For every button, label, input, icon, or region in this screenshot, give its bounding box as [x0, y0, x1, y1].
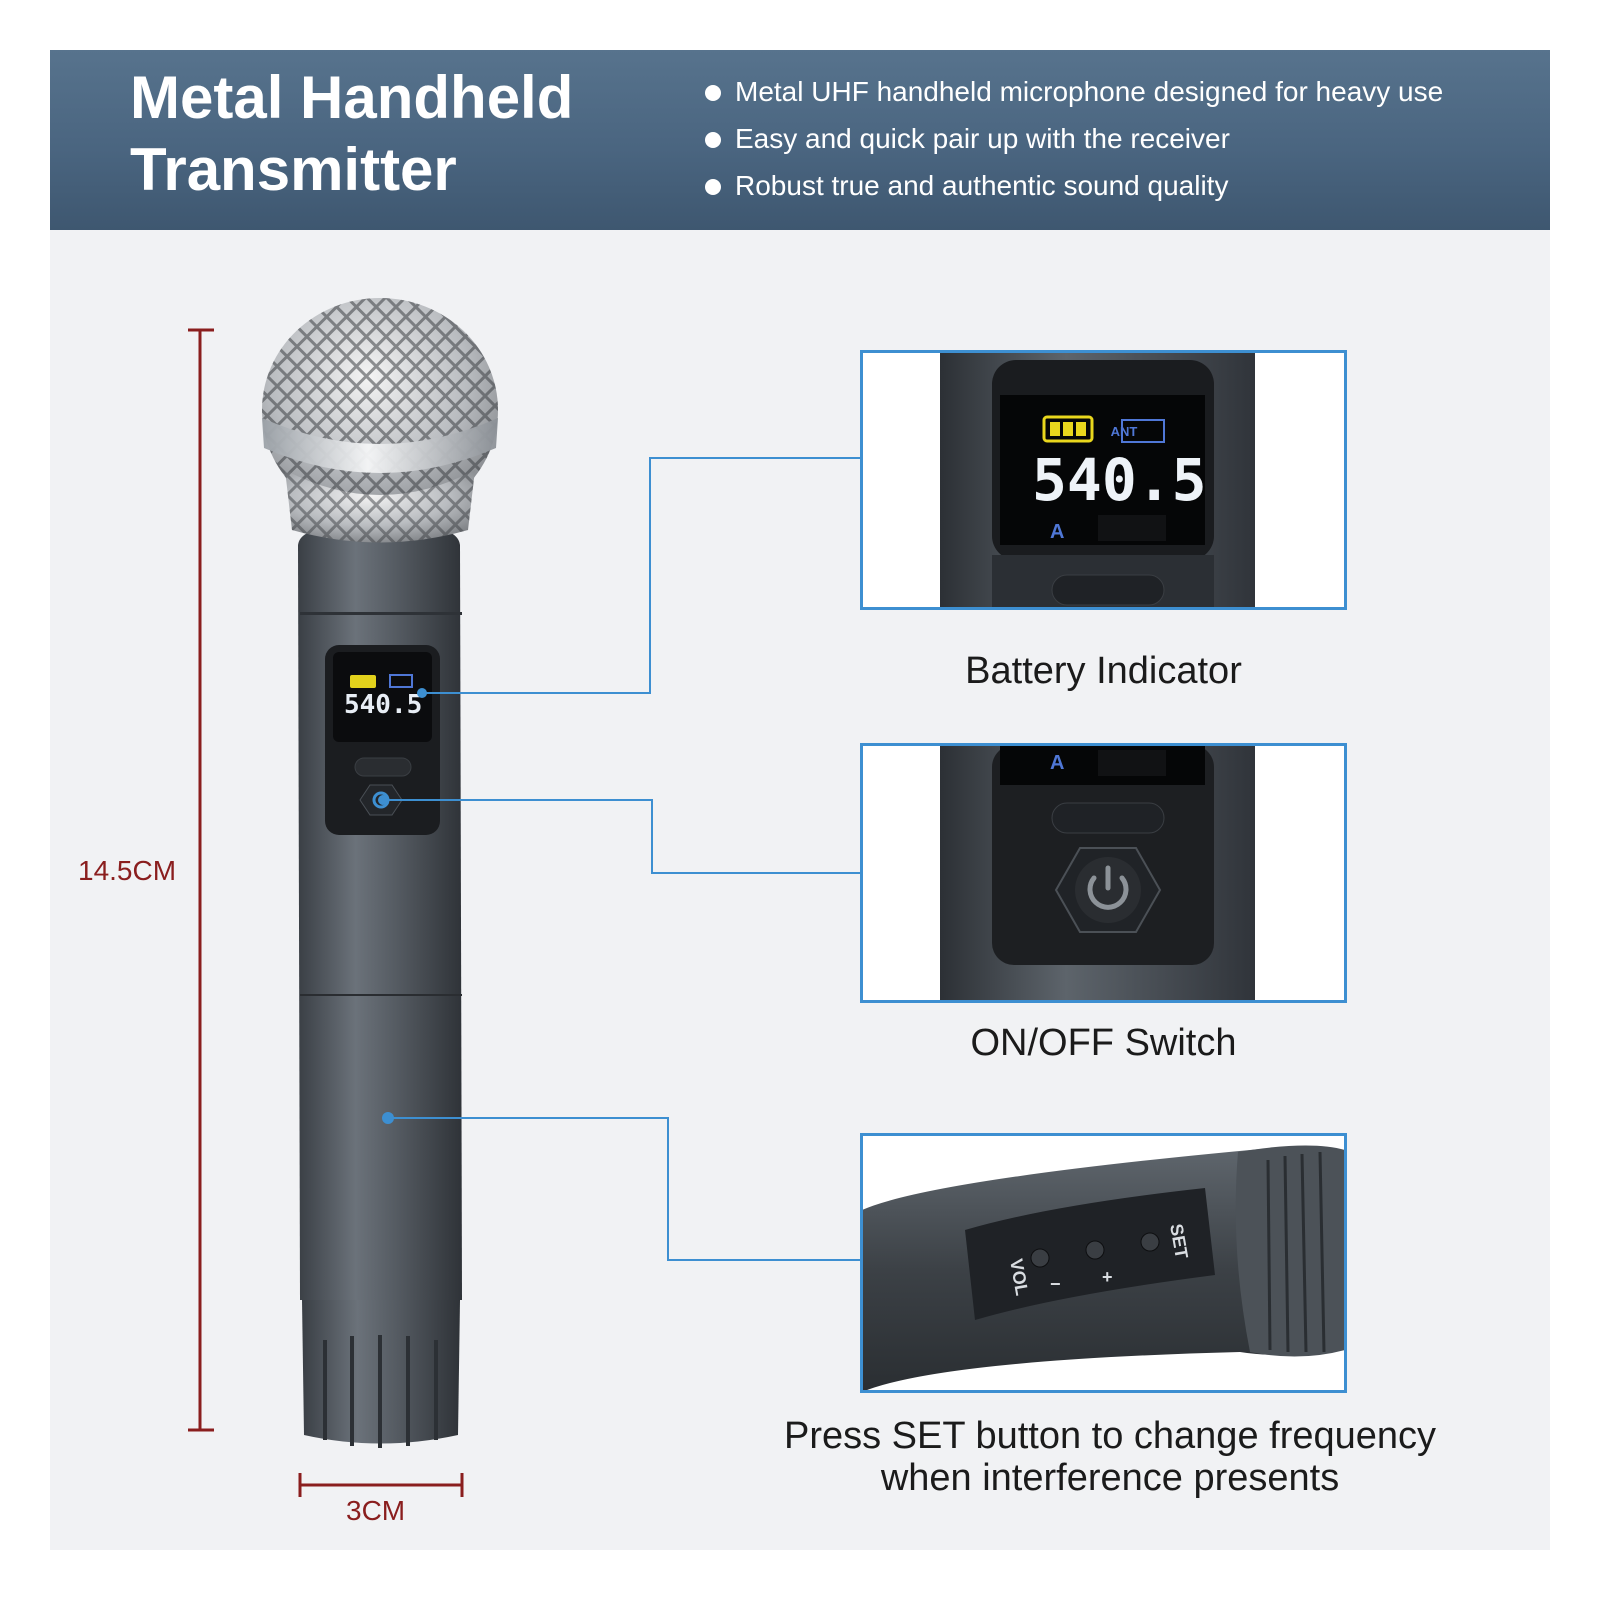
- power-closeup-frame: [860, 743, 1347, 1003]
- callout-lines: [383, 457, 860, 1261]
- feature-item: Metal UHF handheld microphone designed f…: [705, 68, 1443, 115]
- width-dimension-line: [298, 1473, 464, 1497]
- set-panel-image: [860, 1133, 1345, 1392]
- power-panel-image: [860, 743, 1345, 1001]
- on-off-switch-caption: ON/OFF Switch: [970, 1022, 1237, 1064]
- lcd-channel-2: A: [1050, 752, 1064, 774]
- header-banner: [50, 50, 1550, 230]
- vol-plus-label: +: [1102, 1267, 1113, 1287]
- set-button-caption: Press SET button to change frequency whe…: [760, 1415, 1460, 1499]
- title-line-2: Transmitter: [130, 136, 457, 203]
- height-label: 14.5CM: [78, 855, 177, 886]
- microphone: [262, 298, 498, 1448]
- battery-indicator-caption: Battery Indicator: [965, 650, 1242, 692]
- mini-lcd-frequency: 540.5: [344, 690, 422, 720]
- feature-item: Easy and quick pair up with the receiver: [705, 115, 1443, 162]
- vol-minus-label: −: [1050, 1274, 1061, 1294]
- set-caption-line-1: Press SET button to change frequency: [783, 1415, 1437, 1457]
- battery-panel-image: [860, 350, 1345, 608]
- height-dimension-line: [188, 328, 214, 1432]
- battery-closeup-frame: [860, 350, 1347, 610]
- feature-list: Metal UHF handheld microphone designed f…: [705, 68, 1443, 209]
- antenna-label: ANT: [1111, 424, 1138, 439]
- width-label: 3CM: [346, 1495, 406, 1526]
- set-caption-line-2: when interference presents: [880, 1457, 1340, 1499]
- page-title: Metal Handheld Transmitter: [130, 62, 573, 206]
- callout-dots: [378, 688, 427, 1124]
- lcd-channel: A: [1050, 521, 1064, 543]
- title-line-1: Metal Handheld: [130, 64, 574, 131]
- lcd-frequency: 540.5: [1032, 446, 1207, 514]
- set-closeup-frame: [860, 1133, 1347, 1393]
- feature-item: Robust true and authentic sound quality: [705, 162, 1443, 209]
